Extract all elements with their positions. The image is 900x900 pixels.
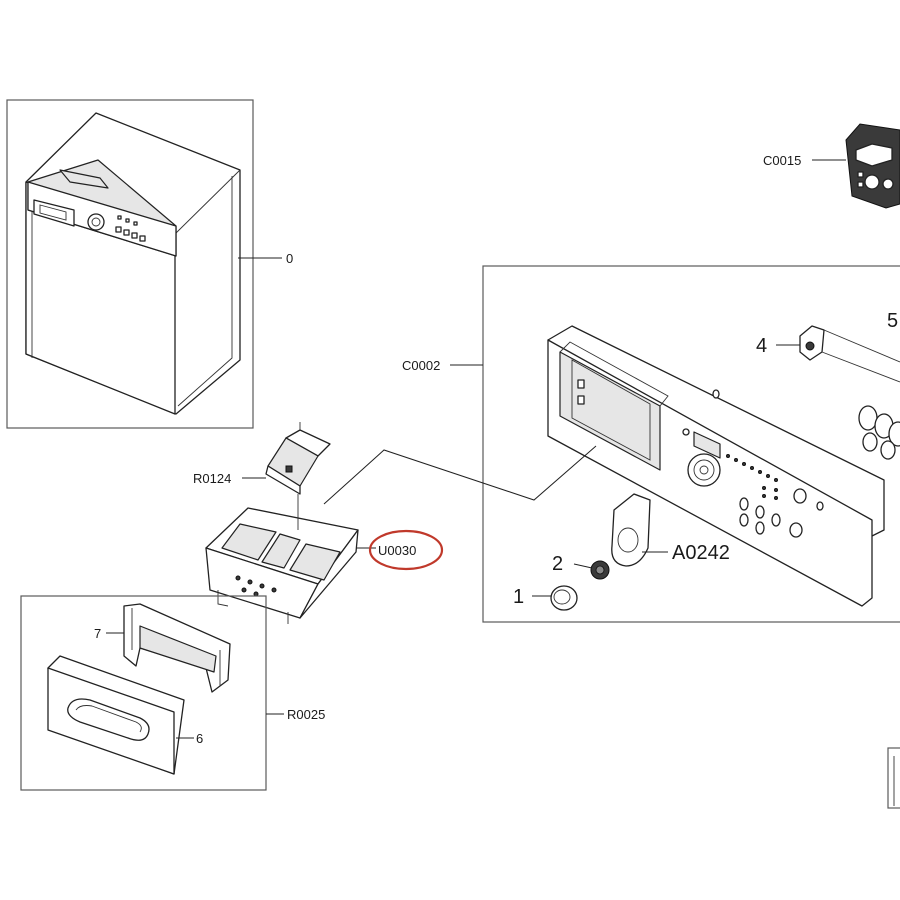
callout-2: 2 <box>552 553 563 575</box>
callout-c0015: C0015 <box>763 153 801 168</box>
pcb-module-group: C0015 <box>763 123 900 209</box>
small-bracket-drawing <box>799 325 900 383</box>
callout-c0002: C0002 <box>402 358 440 373</box>
u0030-highlight-circle <box>368 529 444 571</box>
control-panel-frame: C0002 <box>323 265 900 623</box>
callout-7: 7 <box>94 626 101 641</box>
partial-edge-frame <box>887 747 900 809</box>
drawer-panel-frame: R0025 7 6 <box>20 595 325 791</box>
callout-u0030: U0030 <box>378 543 416 558</box>
callout-6: 6 <box>196 731 203 746</box>
callout-r0025: R0025 <box>287 707 325 722</box>
callout-0: 0 <box>286 251 293 266</box>
pcb-module-drawing <box>845 123 900 209</box>
washer-drawing <box>25 112 241 415</box>
spring-2-leader <box>573 563 593 569</box>
drawer-to-panel-leader <box>323 445 597 505</box>
callout-4: 4 <box>756 335 767 357</box>
knob-spring-drawing <box>590 560 610 580</box>
drawer-frame-drawing <box>123 603 231 693</box>
drawer-panel-frame-border <box>20 595 267 791</box>
drawer-handle-part-drawing <box>265 422 331 495</box>
callout-1: 1 <box>513 586 524 608</box>
washer-frame-border <box>6 99 254 429</box>
drawer-panel-drawing <box>47 655 185 775</box>
button-cluster-drawing <box>858 405 900 460</box>
knob-bracket-drawing <box>611 493 651 567</box>
detergent-drawer-group: U0030 <box>205 494 444 624</box>
knob-cap-drawing <box>550 585 578 611</box>
control-panel-frame-border <box>482 265 900 623</box>
callout-a0242: A0242 <box>672 542 730 564</box>
control-panel-drawing <box>547 325 885 607</box>
detergent-drawer-drawing <box>205 494 359 624</box>
drawer-handle-part-group: R0124 <box>193 422 331 495</box>
callout-5: 5 <box>887 310 898 332</box>
callout-r0124: R0124 <box>193 471 231 486</box>
washer-frame: 0 <box>6 99 293 429</box>
